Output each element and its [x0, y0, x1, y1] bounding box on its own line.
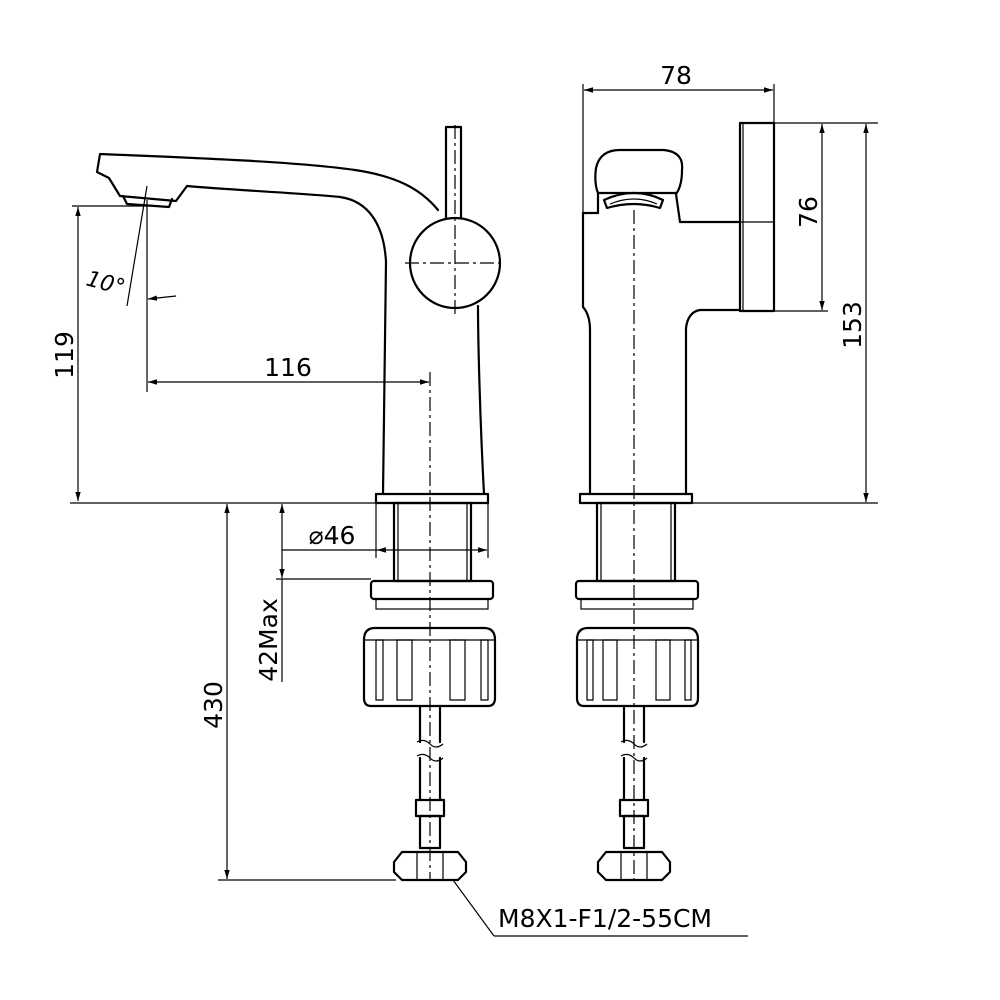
fixing-nut	[362, 626, 497, 708]
front-aerator	[602, 191, 665, 210]
body-right-edge	[476, 304, 486, 496]
hex-nut	[392, 850, 468, 882]
fixing-washer	[369, 579, 495, 601]
hose-span-label: 430	[199, 681, 228, 729]
side-view: 10° 116 119 ⌀46 42Max 430 M8X1-F1/2-55CM	[50, 125, 748, 937]
front-view: 78 76 153	[574, 61, 878, 882]
front-body-outline	[581, 148, 742, 496]
angle-label: 10°	[83, 267, 127, 301]
base-flange	[374, 492, 490, 505]
front-handle	[738, 121, 776, 313]
hose	[418, 704, 442, 802]
deck-thickness-label: 42Max	[254, 598, 283, 682]
handle-height-label: 76	[794, 196, 823, 228]
hose-spec-label: M8X1-F1/2-55CM	[498, 904, 712, 933]
diameter-dimension-label: ⌀46	[309, 521, 356, 550]
spout-outline	[95, 152, 440, 496]
depth-dimension-label: 78	[660, 61, 692, 90]
reach-dimension-label: 116	[264, 353, 312, 382]
total-height-label: 153	[838, 301, 867, 349]
height-dimension-label: 119	[50, 331, 79, 379]
lever-stick	[444, 125, 463, 220]
shank	[392, 501, 473, 583]
